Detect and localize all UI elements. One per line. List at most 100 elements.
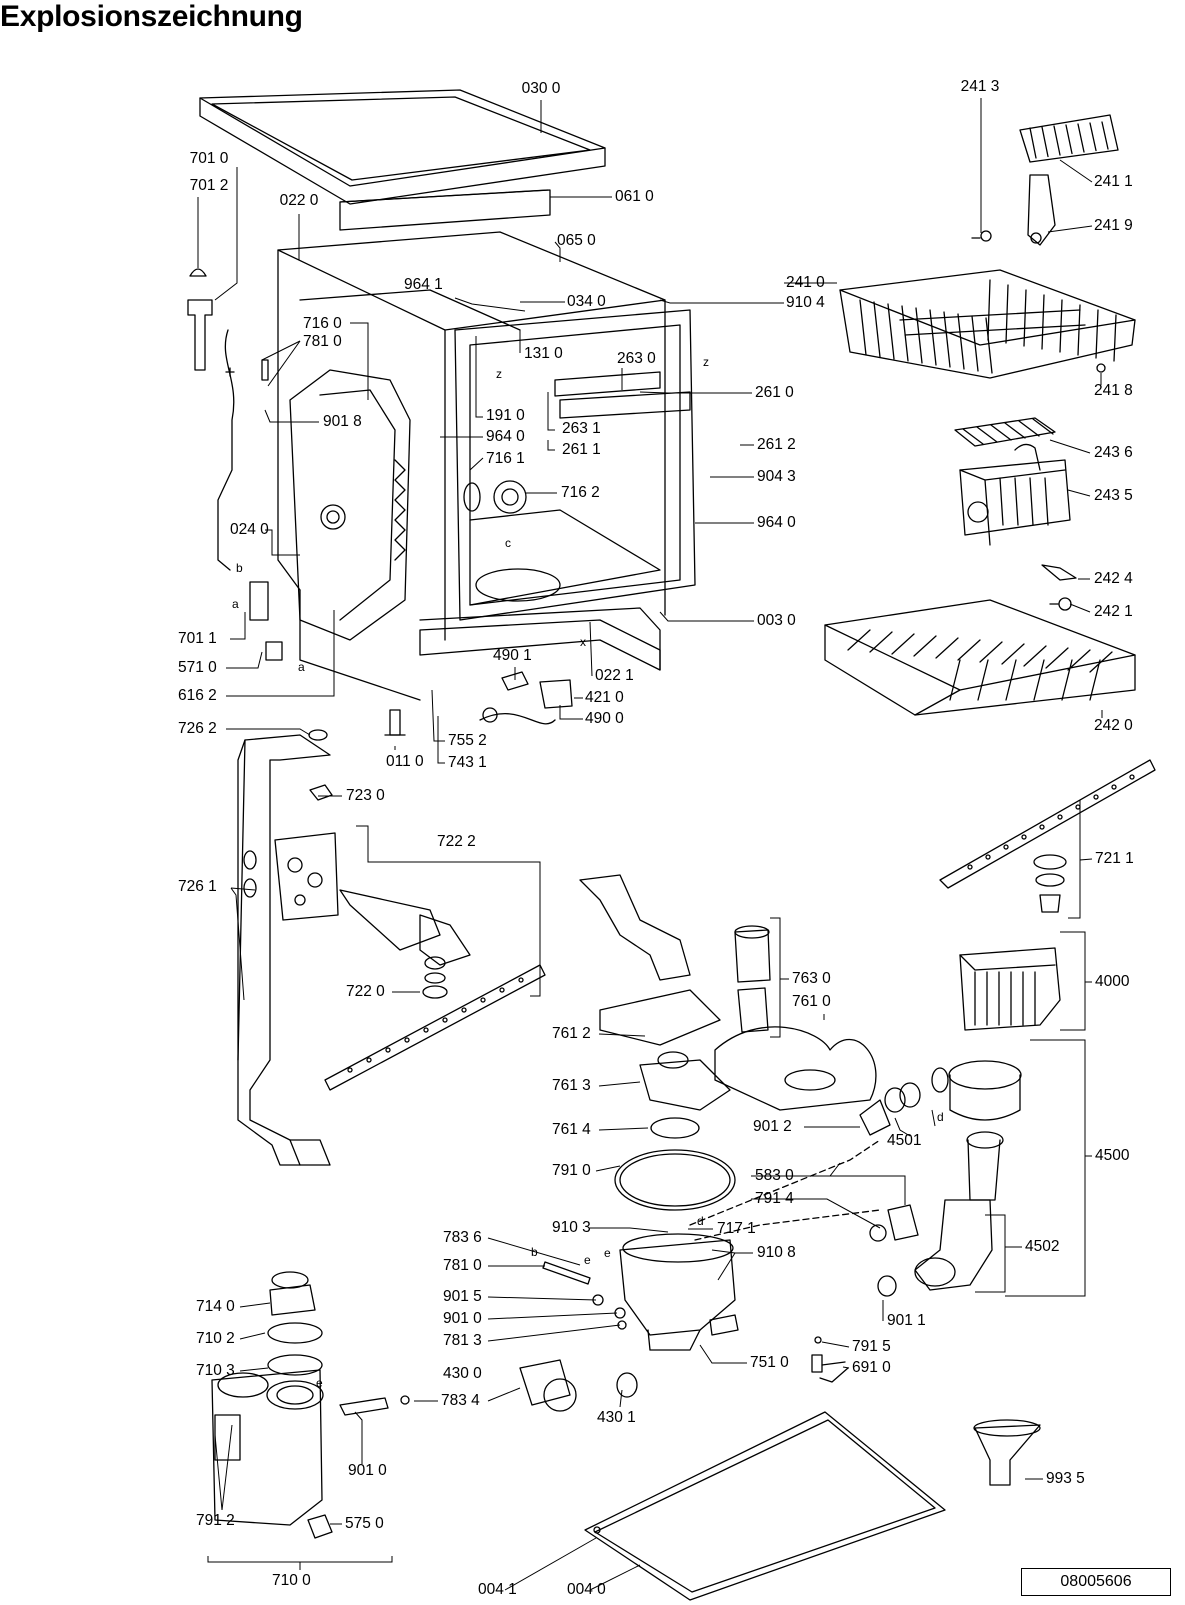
part-label: 243 6 — [1094, 444, 1133, 461]
reference-letter: z — [496, 367, 502, 381]
part-label: 003 0 — [757, 612, 796, 629]
part-label: 243 5 — [1094, 487, 1133, 504]
part-label: 993 5 — [1046, 1470, 1085, 1487]
reference-letter: a — [298, 660, 305, 674]
part-label: 791 2 — [196, 1512, 235, 1529]
part-label: 710 0 — [272, 1572, 311, 1589]
part-label: 004 0 — [567, 1581, 606, 1598]
part-label: 901 2 — [753, 1118, 792, 1135]
reference-letter: e — [316, 1376, 323, 1390]
part-label: 421 0 — [585, 689, 624, 706]
part-label: 721 1 — [1095, 850, 1134, 867]
part-label: 022 1 — [595, 667, 634, 684]
part-label: 701 1 — [178, 630, 217, 647]
part-label: 726 2 — [178, 720, 217, 737]
part-label: 430 0 — [443, 1365, 482, 1382]
part-label: 716 0 — [303, 315, 342, 332]
reference-letter: c — [505, 536, 511, 550]
part-label: 701 2 — [190, 177, 229, 194]
part-label: 616 2 — [178, 687, 217, 704]
part-label: 242 4 — [1094, 570, 1133, 587]
part-label: 061 0 — [615, 188, 654, 205]
part-label: 755 2 — [448, 732, 487, 749]
part-label: 901 8 — [323, 413, 362, 430]
part-label: 241 9 — [1094, 217, 1133, 234]
part-label: 964 1 — [404, 276, 443, 293]
part-label: 723 0 — [346, 787, 385, 804]
part-label: 716 1 — [486, 450, 525, 467]
reference-letter: a — [232, 597, 239, 611]
reference-letter: e — [604, 1246, 611, 1260]
drawing-number: 08005606 — [1021, 1568, 1171, 1596]
part-label: 710 2 — [196, 1330, 235, 1347]
part-label: 743 1 — [448, 754, 487, 771]
part-label: 241 3 — [961, 78, 1000, 95]
part-label: 910 3 — [552, 1219, 591, 1236]
part-label: 761 2 — [552, 1025, 591, 1042]
reference-letter: b — [236, 561, 243, 575]
leader-lines — [197, 98, 1103, 1591]
part-label: 241 0 — [786, 274, 825, 291]
part-label: 714 0 — [196, 1298, 235, 1315]
part-labels: 030 0 241 3 701 0 701 2 022 0 061 0 241 1 241 9… — [178, 78, 1134, 1598]
part-label: 011 0 — [386, 753, 424, 770]
page-title: Explosionszeichnung — [0, 0, 303, 33]
part-label: 575 0 — [345, 1515, 384, 1532]
part-label: 490 1 — [493, 647, 532, 664]
reference-letter: d — [697, 1214, 704, 1228]
part-label: 904 3 — [757, 468, 796, 485]
part-label: 241 1 — [1094, 173, 1133, 190]
part-label: 761 0 — [792, 993, 831, 1010]
part-label: 901 1 — [887, 1312, 926, 1329]
part-label: 024 0 — [230, 521, 269, 538]
part-label: 261 0 — [755, 384, 794, 401]
part-label: 4502 — [1025, 1238, 1059, 1255]
part-label: 242 0 — [1094, 717, 1133, 734]
reference-letter: b — [531, 1245, 538, 1259]
part-label: 901 0 — [348, 1462, 387, 1479]
reference-letter: z — [703, 355, 709, 369]
part-label: 716 2 — [561, 484, 600, 501]
part-label: 726 1 — [178, 878, 217, 895]
part-label: 701 0 — [190, 150, 229, 167]
part-label: 964 0 — [486, 428, 525, 445]
part-label: 030 0 — [522, 80, 561, 97]
part-label: 763 0 — [792, 970, 831, 987]
part-label: 910 8 — [757, 1244, 796, 1261]
part-label: 261 2 — [757, 436, 796, 453]
part-label: 781 0 — [443, 1257, 482, 1274]
part-label: 034 0 — [567, 293, 606, 310]
reference-letter: d — [937, 1110, 944, 1124]
part-label: 761 4 — [552, 1121, 591, 1138]
part-label: 722 0 — [346, 983, 385, 1000]
reference-letter: x — [580, 635, 586, 649]
part-label: 571 0 — [178, 659, 217, 676]
part-label: 783 4 — [441, 1392, 480, 1409]
part-label: 242 1 — [1094, 603, 1133, 620]
part-label: 761 3 — [552, 1077, 591, 1094]
part-label: 065 0 — [557, 232, 596, 249]
part-label: 4501 — [887, 1132, 921, 1149]
part-label: 901 5 — [443, 1288, 482, 1305]
part-label: 722 2 — [437, 833, 476, 850]
part-label: 191 0 — [486, 407, 525, 424]
part-label: 691 0 — [852, 1359, 891, 1376]
part-label: 717 1 — [717, 1220, 756, 1237]
part-label: 131 0 — [524, 345, 563, 362]
part-label: 263 1 — [562, 420, 601, 437]
part-label: 781 3 — [443, 1332, 482, 1349]
reference-letter: e — [584, 1253, 591, 1267]
part-label: 490 0 — [585, 710, 624, 727]
part-label: 791 0 — [552, 1162, 591, 1179]
part-label: 791 5 — [852, 1338, 891, 1355]
part-label: 022 0 — [280, 192, 319, 209]
part-label: 4000 — [1095, 973, 1130, 990]
part-label: 791 4 — [755, 1190, 794, 1207]
part-label: 910 4 — [786, 294, 825, 311]
part-label: 964 0 — [757, 514, 796, 531]
part-label: 783 6 — [443, 1229, 482, 1246]
part-label: 781 0 — [303, 333, 342, 350]
part-label: 901 0 — [443, 1310, 482, 1327]
